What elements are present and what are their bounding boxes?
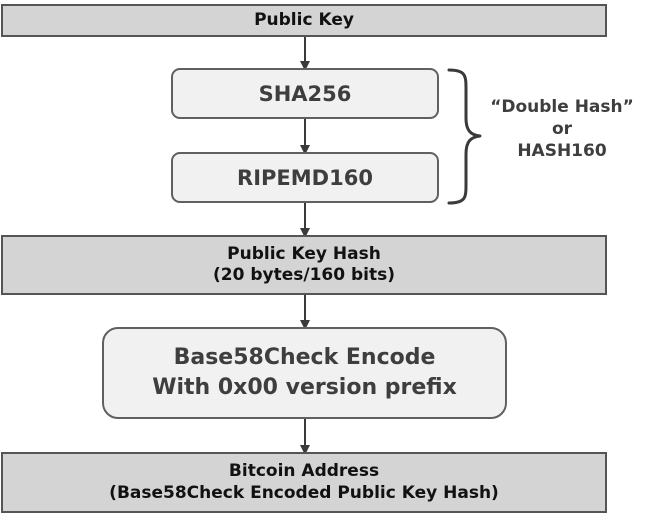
sha256-label: SHA256 [258,81,352,106]
encode-prefix-note: With 0x00 version prefix [152,375,457,400]
public-key-hash-size: (20 bytes/160 bits) [213,265,395,285]
public-key-label: Public Key [254,9,354,30]
curly-brace [447,68,482,205]
base58check-encode-box: Base58Check Encode With 0x00 version pre… [102,327,507,419]
bitcoin-address-band: Bitcoin Address (Base58Check Encoded Pub… [1,452,607,513]
note-line-hash160: HASH160 [517,141,607,162]
bitcoin-address-description: (Base58Check Encoded Public Key Hash) [109,482,499,503]
public-key-band: Public Key [1,4,607,37]
ripemd160-box: RIPEMD160 [171,152,439,203]
note-line-or: or [551,119,573,140]
sha256-box: SHA256 [171,68,439,119]
public-key-hash-band: Public Key Hash (20 bytes/160 bits) [1,235,607,295]
double-hash-note: “Double Hash” or HASH160 [478,96,646,162]
public-key-hash-title: Public Key Hash [227,243,381,264]
note-line-double-hash: “Double Hash” [490,97,634,117]
encode-title: Base58Check Encode [173,345,436,371]
ripemd160-label: RIPEMD160 [237,165,373,190]
bitcoin-address-title: Bitcoin Address [228,461,380,482]
